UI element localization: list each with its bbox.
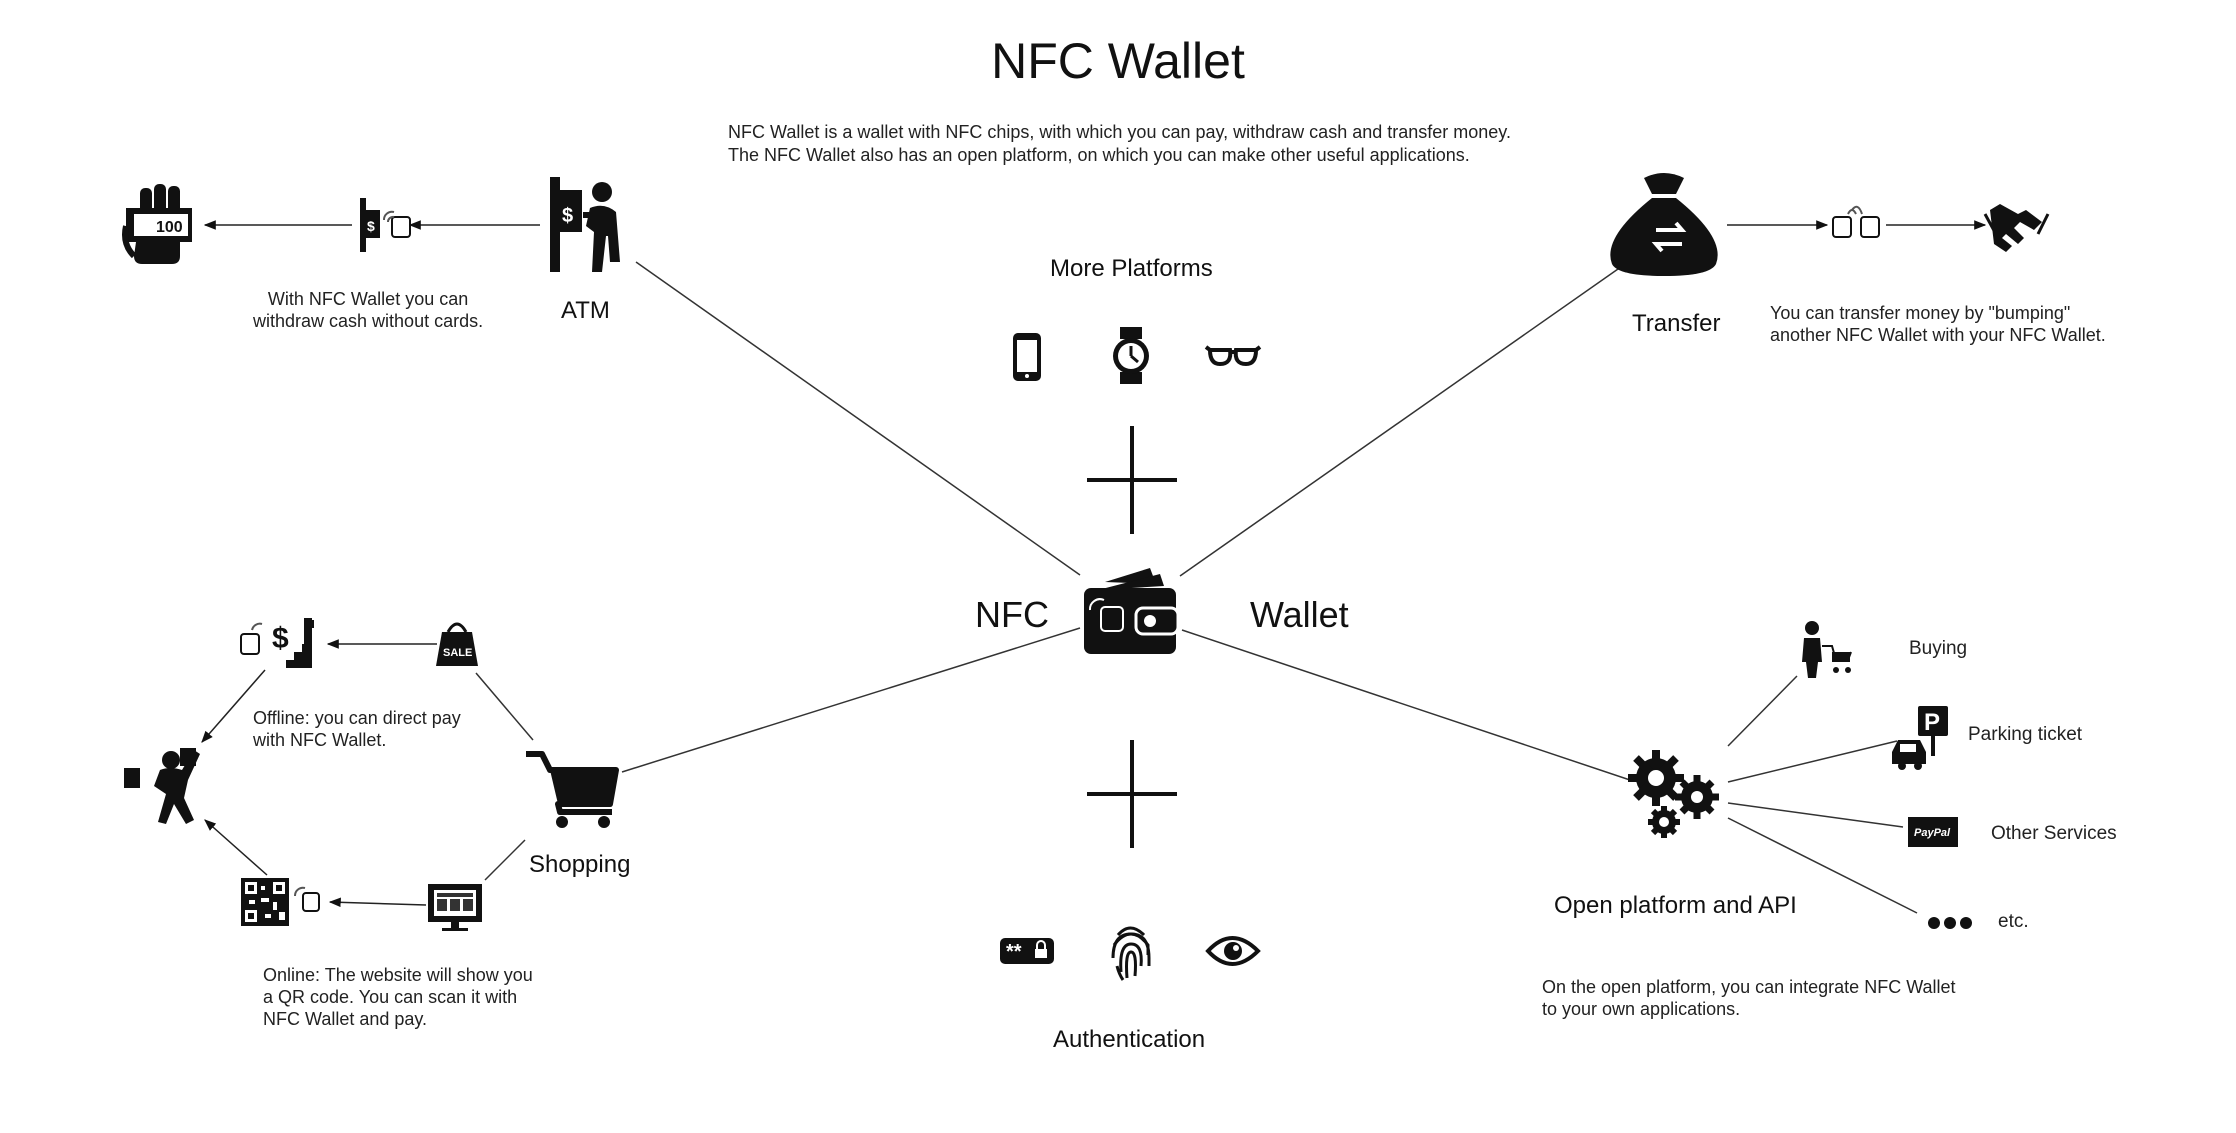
intro-text: NFC Wallet is a wallet with NFC chips, w… [728, 122, 1511, 165]
cash-hand-icon: 100 [122, 184, 192, 264]
handshake-icon [1983, 204, 2050, 252]
center-label-nfc: NFC [975, 594, 1049, 635]
service-label-other: Other Services [1991, 823, 2117, 844]
connector-shopping [621, 627, 1081, 773]
connector-etc [1727, 817, 1918, 914]
connector-atm [635, 261, 1081, 576]
transfer-description: You can transfer money by "bumping" anot… [1770, 303, 2106, 345]
atm-person-icon: $ [550, 177, 620, 272]
glasses-icon [1204, 345, 1262, 367]
online-description: Online: The website will show you a QR c… [263, 965, 533, 1029]
paypal-icon-text: PayPal [1914, 827, 1951, 839]
nfc-bump-icon [1832, 205, 1880, 238]
authentication-label: Authentication [1053, 1026, 1206, 1053]
shopping-cart-icon [526, 751, 619, 828]
monitor-icon [428, 884, 482, 931]
connector-other [1727, 802, 1904, 828]
page-title: NFC Wallet [991, 33, 1245, 89]
center-label-wallet: Wallet [1250, 594, 1349, 635]
parking-sign-text: P [1924, 709, 1940, 736]
svg-text:$: $ [367, 218, 375, 234]
svg-text:$: $ [272, 622, 289, 655]
transfer-label: Transfer [1632, 310, 1721, 337]
atm-label: ATM [561, 297, 610, 324]
sale-tag-text: SALE [443, 647, 472, 659]
svg-text:**: ** [1006, 941, 1022, 963]
service-label-parking: Parking ticket [1968, 724, 2083, 745]
plus-icon-bottom [1087, 740, 1177, 848]
connector-cart-monitor [484, 839, 526, 881]
connector-buying [1727, 675, 1798, 747]
wallet-nfc-icon [1084, 568, 1180, 654]
arrow-monitor-to-qr [328, 897, 427, 908]
shopper-icon [124, 748, 200, 824]
ellipsis-icon [1928, 917, 1972, 929]
arrow-qr-to-shopper [204, 819, 268, 876]
password-icon: ** [1000, 938, 1054, 964]
arrow-terminal-to-shopper [201, 669, 266, 743]
eye-icon [1205, 936, 1261, 966]
shopping-person-icon [1802, 621, 1852, 678]
parking-car-icon: P [1892, 706, 1948, 770]
plus-icon-top [1087, 426, 1177, 534]
qr-code-icon [241, 878, 320, 926]
service-label-buying: Buying [1909, 638, 1968, 659]
gears-icon [1628, 750, 1719, 838]
platforms-label: More Platforms [1050, 255, 1213, 282]
banknote-value: 100 [156, 219, 183, 236]
open-platform-description: On the open platform, you can integrate … [1542, 977, 1956, 1019]
service-label-etc: etc. [1998, 911, 2029, 932]
paypal-icon: PayPal [1908, 817, 1958, 847]
fingerprint-icon [1111, 926, 1151, 981]
money-bag-icon [1610, 173, 1718, 276]
svg-text:$: $ [562, 205, 573, 227]
connector-transfer [1179, 261, 1629, 577]
connector-sale-cart [475, 672, 534, 741]
open-platform-label: Open platform and API [1554, 892, 1797, 919]
smartphone-icon [1013, 333, 1041, 381]
connector-parking [1727, 740, 1898, 783]
offline-description: Offline: you can direct pay with NFC Wal… [253, 708, 461, 750]
smartwatch-icon [1113, 327, 1149, 384]
sale-bag-icon: SALE [436, 622, 478, 666]
nfc-pay-terminal-icon: $ [240, 618, 314, 668]
connector-platform [1181, 629, 1631, 781]
shopping-label: Shopping [529, 851, 631, 878]
atm-nfc-icon: $ [360, 198, 411, 252]
atm-description: With NFC Wallet you can withdraw cash wi… [253, 289, 484, 331]
